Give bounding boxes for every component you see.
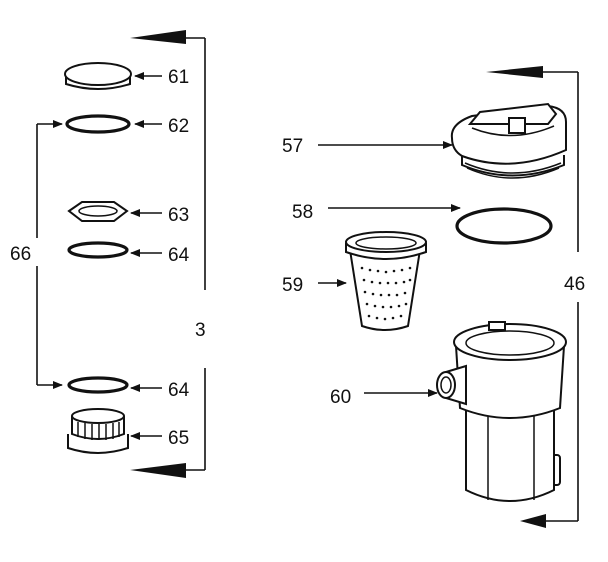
label-64-top: 64	[168, 245, 190, 266]
part-58-o-ring	[455, 207, 553, 245]
part-64-gasket-bottom	[67, 376, 129, 394]
part-59-basket	[345, 231, 427, 331]
part-62-o-ring	[65, 114, 131, 134]
label-3: 3	[195, 320, 206, 341]
label-46: 46	[564, 274, 585, 295]
label-62: 62	[168, 116, 189, 137]
label-58: 58	[292, 202, 313, 223]
label-61: 61	[168, 67, 189, 88]
bracket-46	[486, 66, 579, 528]
bracket-66	[36, 120, 63, 389]
label-57: 57	[282, 136, 303, 157]
label-60: 60	[330, 387, 351, 408]
part-63-hex-nut	[67, 201, 129, 222]
part-57-lid	[450, 102, 567, 179]
bracket-3	[130, 30, 206, 478]
part-65-adapter	[67, 408, 129, 454]
part-60-housing	[436, 321, 567, 502]
part-61-cap	[64, 62, 132, 90]
label-66: 66	[10, 244, 31, 265]
left-leaders	[130, 72, 162, 440]
label-64-bottom: 64	[168, 380, 190, 401]
right-leaders	[318, 141, 461, 397]
label-63: 63	[168, 205, 189, 226]
label-65: 65	[168, 428, 189, 449]
label-59: 59	[282, 275, 303, 296]
part-64-gasket-top	[67, 241, 129, 259]
